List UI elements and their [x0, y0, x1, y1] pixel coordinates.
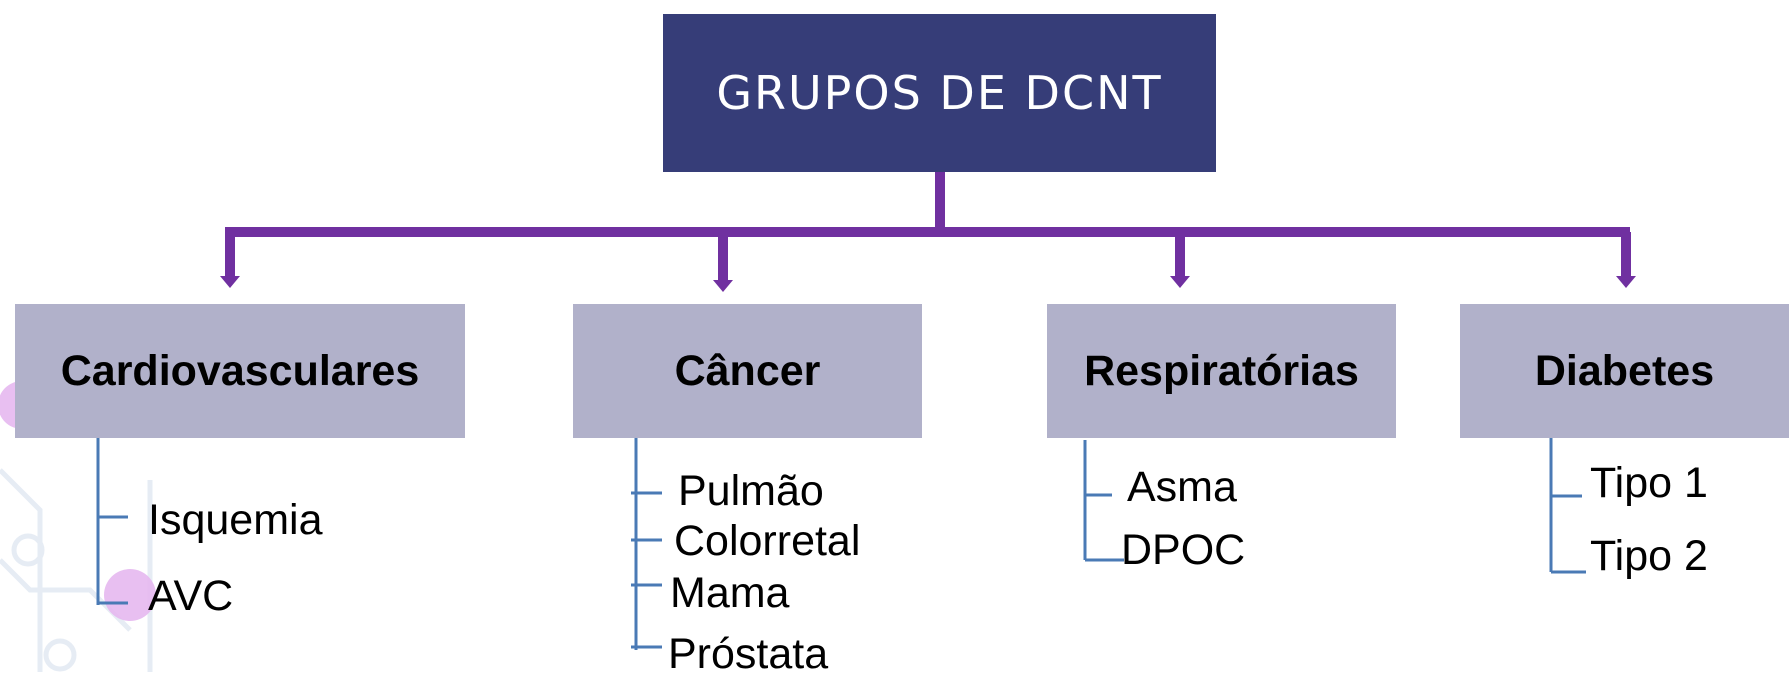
- arrowhead-cancer: [713, 280, 733, 292]
- arrowhead-respiratorias: [1170, 276, 1190, 288]
- root-node: GRUPOS DE DCNT: [663, 14, 1216, 172]
- category-label: Câncer: [674, 346, 821, 395]
- list-item-pulmao: Pulmão: [678, 467, 824, 515]
- category-label: Diabetes: [1534, 346, 1715, 395]
- list-item-avc: AVC: [148, 572, 234, 620]
- category-label: Respiratórias: [1084, 346, 1359, 395]
- category-cardiovasculares: Cardiovasculares: [15, 304, 465, 438]
- decor-dot-avc: [104, 569, 156, 621]
- category-label: Cardiovasculares: [60, 346, 420, 395]
- category-diabetes: Diabetes: [1460, 304, 1789, 438]
- category-respiratorias: Respiratórias: [1047, 304, 1396, 438]
- list-item-dpoc: DPOC: [1121, 526, 1246, 574]
- list-item-mama: Mama: [670, 569, 790, 617]
- list-item-colorretal: Colorretal: [674, 517, 861, 565]
- arrowhead-cardiovasculares: [220, 276, 240, 288]
- root-label: GRUPOS DE DCNT: [716, 66, 1163, 120]
- arrowhead-diabetes: [1616, 276, 1636, 288]
- category-cancer: Câncer: [573, 304, 922, 438]
- list-item-prostata: Próstata: [668, 630, 829, 678]
- list-item-tipo-1: Tipo 1: [1590, 459, 1708, 507]
- list-item-isquemia: Isquemia: [148, 496, 323, 544]
- list-item-asma: Asma: [1127, 463, 1237, 511]
- list-item-tipo-2: Tipo 2: [1590, 532, 1708, 580]
